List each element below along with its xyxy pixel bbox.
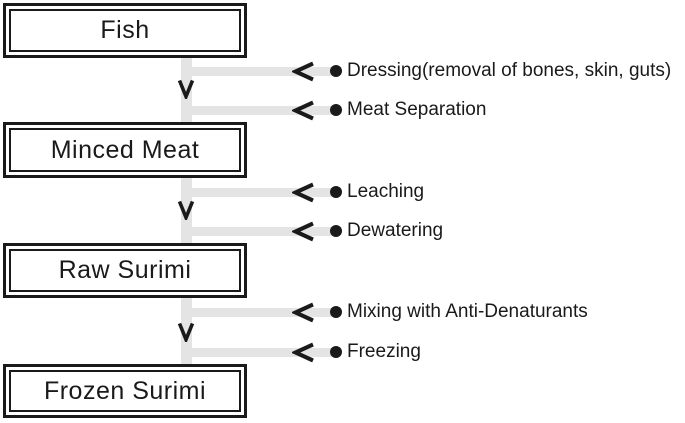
left-arrow-icon: [292, 302, 314, 323]
process-box-minced-meat-label: Minced Meat: [50, 135, 200, 164]
down-arrow-icon: [177, 322, 195, 342]
step-label-dewatering: Dewatering: [347, 220, 444, 241]
process-box-raw-surimi: Raw Surimi: [3, 243, 247, 298]
bullet-icon: [330, 186, 342, 198]
connector-minced-meat-to-raw-surimi: [181, 176, 192, 246]
step-label-dressing: Dressing(removal of bones, skin, guts): [347, 60, 672, 81]
connector-raw-surimi-to-frozen-surimi: [181, 296, 192, 368]
process-box-frozen-surimi-label: Frozen Surimi: [43, 376, 207, 405]
process-box-raw-surimi-inner: Raw Surimi: [9, 249, 241, 292]
branch-line-dewatering: [181, 227, 332, 236]
down-arrow-icon: [177, 200, 195, 220]
bullet-icon: [330, 104, 342, 116]
step-label-freezing: Freezing: [347, 341, 421, 362]
left-arrow-icon: [292, 61, 314, 82]
process-box-minced-meat: Minced Meat: [3, 122, 247, 178]
process-box-frozen-surimi-inner: Frozen Surimi: [9, 370, 241, 412]
step-label-leaching: Leaching: [347, 181, 425, 202]
branch-line-freezing: [181, 348, 332, 357]
bullet-icon: [330, 65, 342, 77]
branch-line-mixing: [181, 308, 332, 317]
bullet-icon: [330, 306, 342, 318]
process-box-minced-meat-inner: Minced Meat: [9, 128, 241, 172]
down-arrow-icon: [177, 79, 195, 99]
bullet-icon: [330, 346, 342, 358]
process-box-fish-label: Fish: [100, 16, 150, 44]
branch-line-meat-separation: [181, 106, 332, 115]
branch-line-dressing: [181, 67, 332, 76]
process-box-fish-inner: Fish: [9, 9, 241, 52]
process-box-frozen-surimi: Frozen Surimi: [3, 364, 247, 418]
step-label-mixing: Mixing with Anti-Denaturants: [347, 301, 588, 322]
left-arrow-icon: [292, 342, 314, 363]
process-box-raw-surimi-label: Raw Surimi: [58, 256, 192, 284]
step-label-meat-separation: Meat Separation: [347, 99, 487, 120]
left-arrow-icon: [292, 221, 314, 242]
left-arrow-icon: [292, 100, 314, 121]
branch-line-leaching: [181, 188, 332, 197]
bullet-icon: [330, 225, 342, 237]
left-arrow-icon: [292, 182, 314, 203]
process-box-fish: Fish: [3, 3, 247, 58]
